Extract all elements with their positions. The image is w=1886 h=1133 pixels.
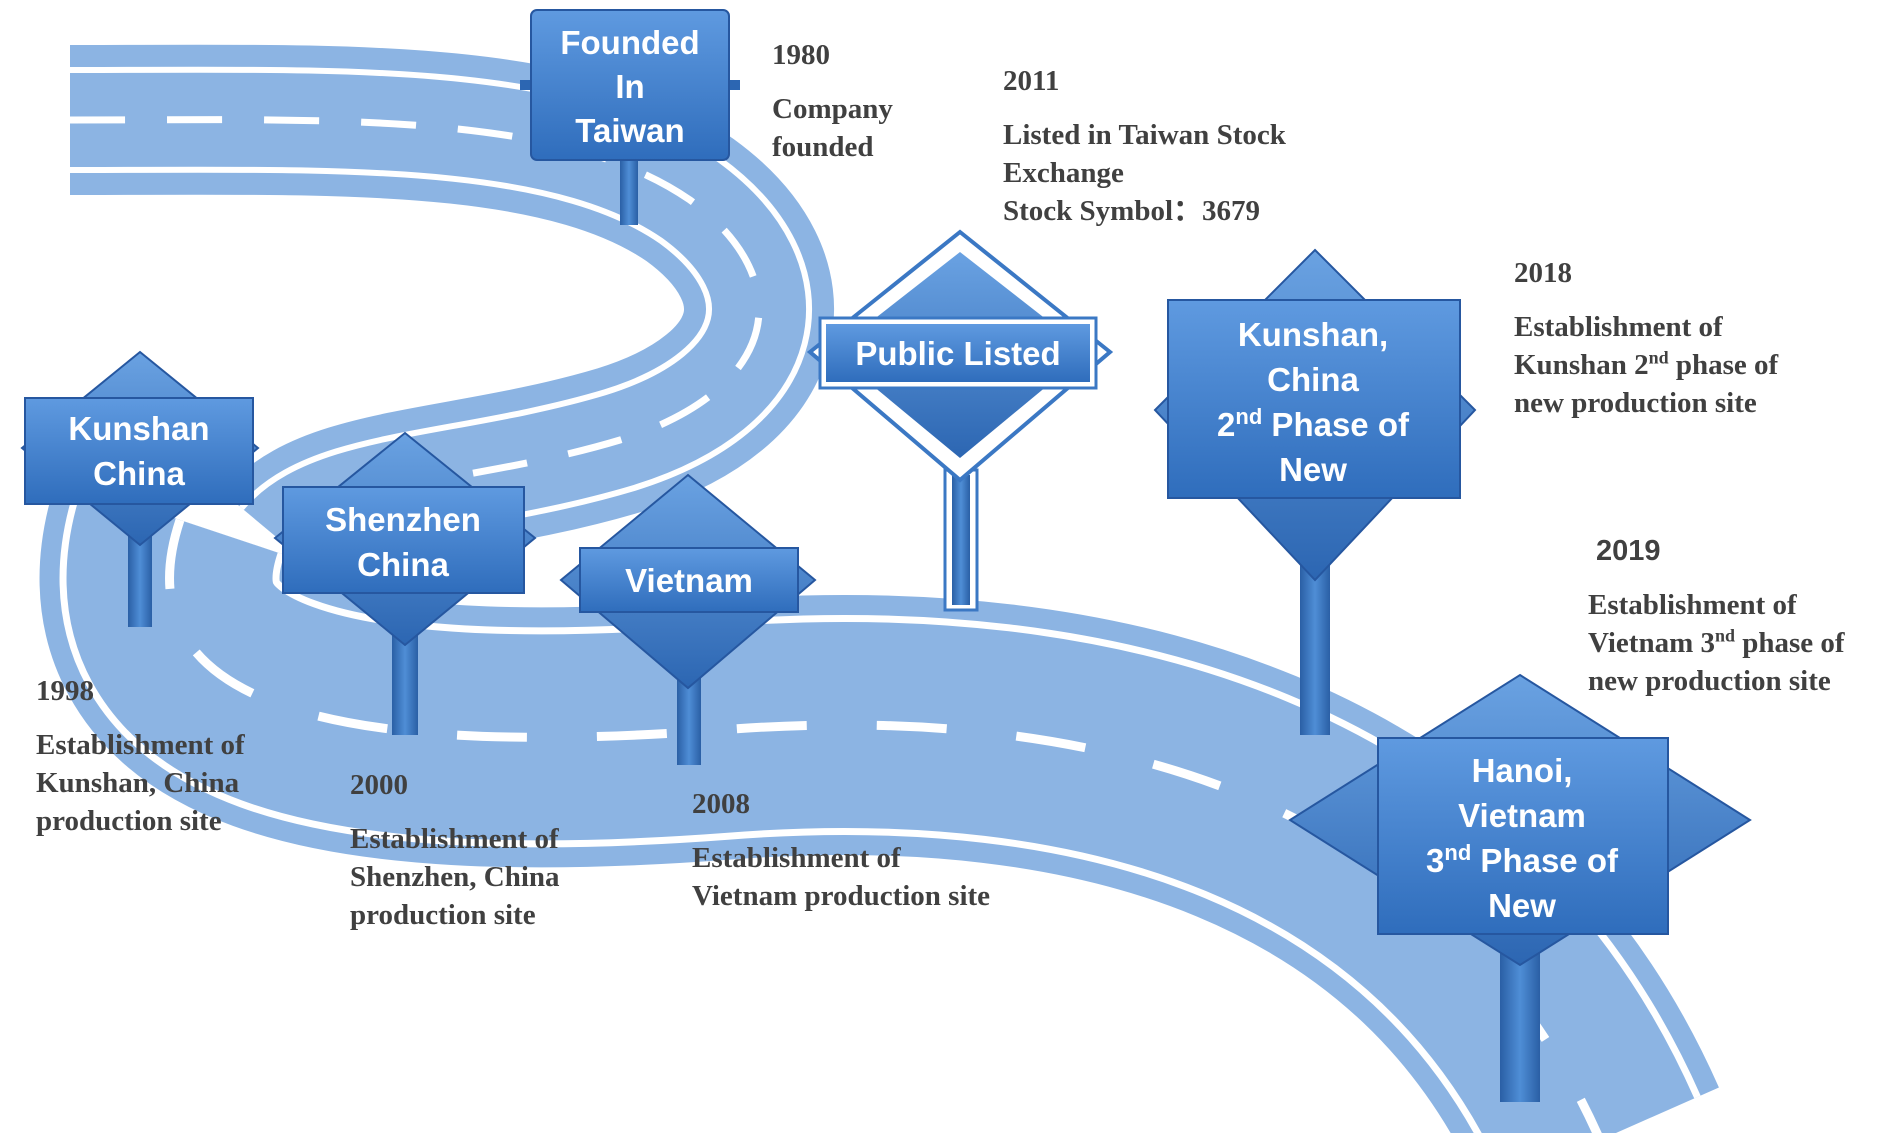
- note-1980-year: 1980: [772, 39, 830, 71]
- sign-text-2000-line1: Shenzhen: [325, 501, 481, 538]
- sign-text-2019-line4: New: [1488, 887, 1556, 924]
- note-2000-desc-3: production site: [350, 899, 536, 931]
- note-2019-desc-2: Vietnam 3nd phase of: [1588, 625, 1845, 659]
- sign-public-listed: Public Listed: [806, 229, 1114, 612]
- note-1980-desc-1: Company: [772, 93, 893, 125]
- note-1998-desc-2: Kunshan, China: [36, 767, 240, 799]
- sign-text-2018-line2: China: [1267, 361, 1359, 398]
- sign-hanoi-3nd: Hanoi, Vietnam 3nd Phase of New: [1288, 673, 1752, 1102]
- sign-founded-taiwan: Founded In Taiwan: [520, 9, 740, 225]
- note-1998-desc-1: Establishment of: [36, 729, 245, 761]
- sign-text-2019-line3: 3nd Phase of: [1426, 840, 1619, 880]
- sign-vietnam: Vietnam: [559, 473, 817, 765]
- sign-shenzhen-china: Shenzhen China: [273, 431, 537, 735]
- note-2018-desc-1: Establishment of: [1514, 311, 1723, 343]
- sign-text-2019-line2: Vietnam: [1458, 797, 1586, 834]
- sign-text-2018-line3: 2nd Phase of: [1217, 404, 1410, 444]
- note-2008-desc-2: Vietnam production site: [692, 880, 991, 912]
- note-2008-desc-1: Establishment of: [692, 842, 901, 874]
- note-2018-desc-3: new production site: [1514, 387, 1757, 419]
- note-2018-desc-2: Kunshan 2nd phase of: [1514, 347, 1779, 381]
- note-2000-desc-2: Shenzhen, China: [350, 861, 560, 893]
- sign-text-2018-line1: Kunshan,: [1238, 316, 1388, 353]
- note-2000: 2000 Establishment of Shenzhen, China pr…: [350, 766, 560, 934]
- note-2000-desc-1: Establishment of: [350, 823, 559, 855]
- note-1998: 1998 Establishment of Kunshan, China pro…: [36, 672, 245, 840]
- note-2019-year: 2019: [1596, 535, 1661, 567]
- note-1980: 1980 Company founded: [772, 36, 893, 166]
- sign-text-1980-line3: Taiwan: [575, 112, 684, 149]
- sign-text-2008: Vietnam: [625, 562, 753, 599]
- note-2018: 2018 Establishment of Kunshan 2nd phase …: [1514, 254, 1778, 422]
- sign-text-1980-line2: In: [615, 68, 644, 105]
- sign-text-2018-line4: New: [1279, 451, 1347, 488]
- sign-text-1998-line1: Kunshan: [68, 410, 209, 447]
- note-2018-year: 2018: [1514, 257, 1572, 289]
- note-2008-year: 2008: [692, 788, 750, 820]
- sign-kunshan-2nd: Kunshan, China 2nd Phase of New: [1153, 248, 1477, 735]
- note-1980-desc-2: founded: [772, 131, 874, 163]
- note-2019-desc-3: new production site: [1588, 665, 1831, 697]
- sign-text-1980-line1: Founded: [560, 24, 699, 61]
- note-2019: 2019 Establishment of Vietnam 3nd phase …: [1588, 532, 1845, 700]
- note-1998-desc-3: production site: [36, 805, 222, 837]
- sign-kunshan-china: Kunshan China: [20, 350, 260, 627]
- sign-text-1998-line2: China: [93, 455, 185, 492]
- note-2019-desc-1: Establishment of: [1588, 589, 1797, 621]
- note-2011-desc-1: Listed in Taiwan Stock: [1003, 119, 1286, 151]
- note-2011: 2011 Listed in Taiwan Stock Exchange Sto…: [1003, 62, 1286, 230]
- sign-text-2011: Public Listed: [855, 335, 1060, 372]
- note-2011-desc-3: Stock Symbol：3679: [1003, 195, 1261, 227]
- note-2000-year: 2000: [350, 769, 408, 801]
- note-2011-year: 2011: [1003, 65, 1060, 97]
- sign-text-2019-line1: Hanoi,: [1472, 752, 1573, 789]
- note-1998-year: 1998: [36, 675, 94, 707]
- sign-text-2000-line2: China: [357, 546, 449, 583]
- note-2008: 2008 Establishment of Vietnam production…: [692, 785, 990, 915]
- note-2011-desc-2: Exchange: [1003, 157, 1124, 189]
